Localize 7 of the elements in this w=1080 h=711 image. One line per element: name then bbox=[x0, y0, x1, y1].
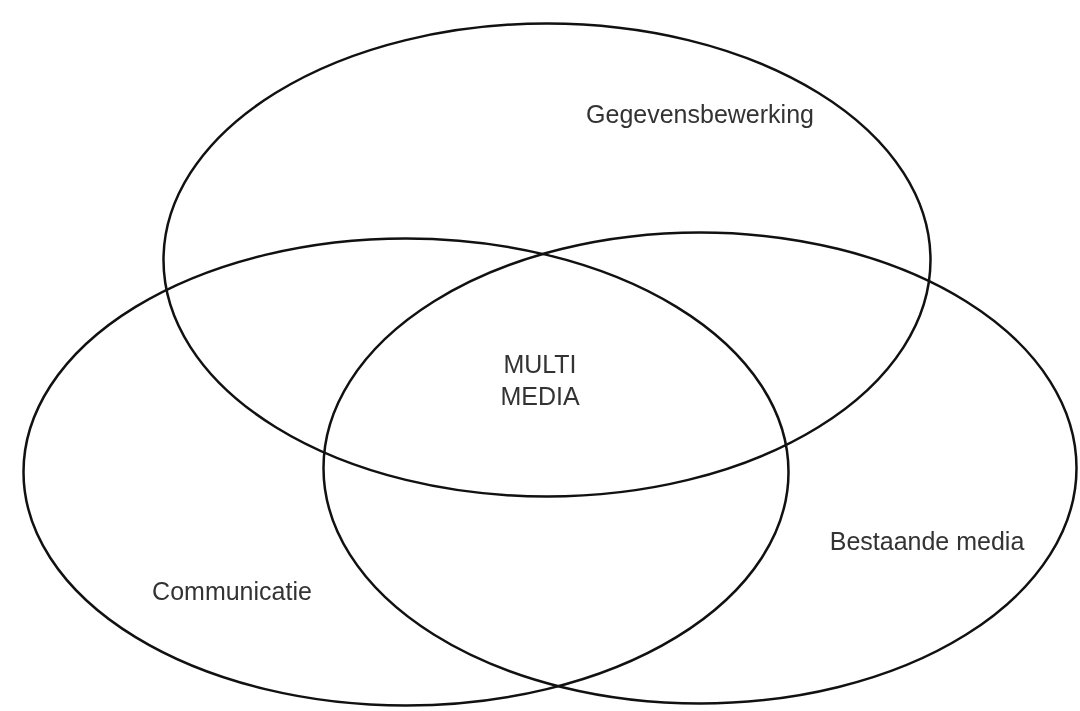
circle-label: Communicatie bbox=[151, 576, 313, 607]
venn-ellipse bbox=[162, 22, 932, 498]
circle-label: Bestaande media bbox=[828, 526, 1026, 557]
venn-ellipse bbox=[322, 231, 1078, 705]
circle-label: Gegevensbewerking bbox=[585, 99, 815, 130]
venn-ellipse bbox=[22, 237, 790, 707]
center-label: MULTI MEDIA bbox=[499, 349, 581, 412]
